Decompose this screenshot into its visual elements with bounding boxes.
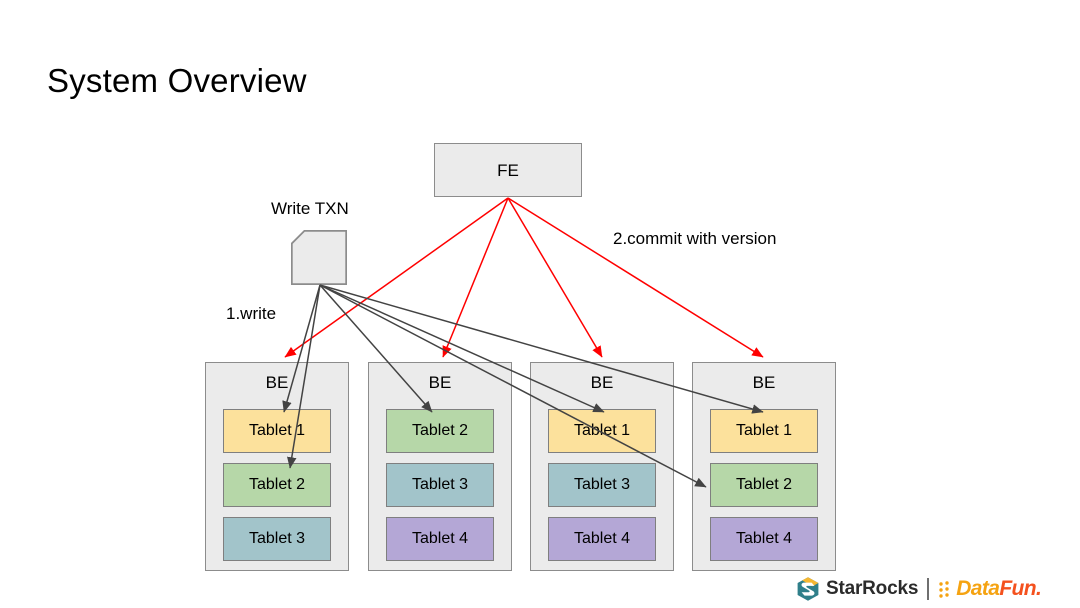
be-node-3[interactable]: BE Tablet 1 Tablet 3 Tablet 4: [530, 362, 674, 571]
commit-arrow-be3: [507, 197, 603, 358]
be-node-label: BE: [752, 373, 776, 392]
be-node-4[interactable]: BE Tablet 1 Tablet 2 Tablet 4: [692, 362, 836, 571]
commit-arrow-be4: [507, 197, 764, 358]
write-txn-label: Write TXN: [271, 199, 349, 218]
step-2-commit-label: 2.commit with version: [613, 229, 777, 248]
be-node-label: BE: [590, 373, 614, 392]
be-node-1[interactable]: BE Tablet 1 Tablet 2 Tablet 3: [205, 362, 349, 571]
tablet-item[interactable]: Tablet 3: [548, 463, 656, 507]
tablet-item[interactable]: Tablet 1: [223, 409, 331, 453]
fe-node[interactable]: FE: [434, 143, 582, 197]
tablet-stack: Tablet 1 Tablet 3 Tablet 4: [548, 409, 656, 561]
tablet-item[interactable]: Tablet 1: [548, 409, 656, 453]
page-title: System Overview: [47, 62, 307, 99]
be-node-label: BE: [428, 373, 452, 392]
datafun-dots-icon: [939, 581, 949, 598]
tablet-item[interactable]: Tablet 4: [710, 517, 818, 561]
starrocks-wordmark: StarRocks: [826, 578, 919, 599]
fe-node-label: FE: [497, 160, 519, 180]
tablet-item[interactable]: Tablet 1: [710, 409, 818, 453]
starrocks-logo-icon: [797, 577, 819, 601]
tablet-item[interactable]: Tablet 4: [548, 517, 656, 561]
datafun-wordmark: DataFun.: [956, 577, 1042, 601]
footer-logos: StarRocks DataFun.: [795, 574, 1042, 604]
commit-arrow-be2: [442, 197, 509, 358]
datafun-wordmark-part2: Fun.: [999, 577, 1042, 600]
write-txn-document-shape[interactable]: [291, 230, 347, 285]
tablet-stack: Tablet 1 Tablet 2 Tablet 3: [223, 409, 331, 561]
tablet-item[interactable]: Tablet 2: [386, 409, 494, 453]
tablet-item[interactable]: Tablet 3: [386, 463, 494, 507]
be-node-2[interactable]: BE Tablet 2 Tablet 3 Tablet 4: [368, 362, 512, 571]
tablet-item[interactable]: Tablet 3: [223, 517, 331, 561]
step-1-write-label: 1.write: [226, 304, 277, 323]
tablet-stack: Tablet 2 Tablet 3 Tablet 4: [386, 409, 494, 561]
tablet-stack: Tablet 1 Tablet 2 Tablet 4: [710, 409, 818, 561]
logo-divider: [927, 578, 930, 600]
tablet-item[interactable]: Tablet 4: [386, 517, 494, 561]
tablet-item[interactable]: Tablet 2: [710, 463, 818, 507]
tablet-item[interactable]: Tablet 2: [223, 463, 331, 507]
datafun-wordmark-part1: Data: [956, 577, 1000, 600]
be-node-label: BE: [265, 373, 289, 392]
commit-arrows: [284, 197, 764, 358]
